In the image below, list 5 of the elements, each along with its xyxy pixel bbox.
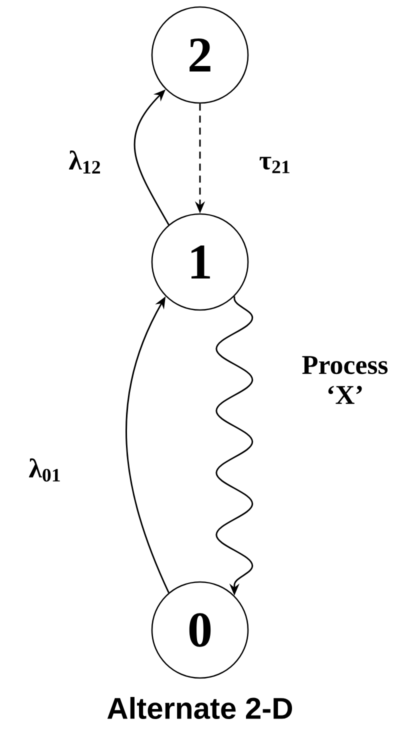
- edge-label: λ$_{01}$: [28, 458, 60, 482]
- edge-label: λ$_{12}$: [68, 150, 100, 174]
- caption: Alternate 2-D: [107, 696, 292, 719]
- edge-label: Process ‘X’: [302, 356, 388, 404]
- edge-label: τ$_{21}$: [260, 156, 290, 174]
